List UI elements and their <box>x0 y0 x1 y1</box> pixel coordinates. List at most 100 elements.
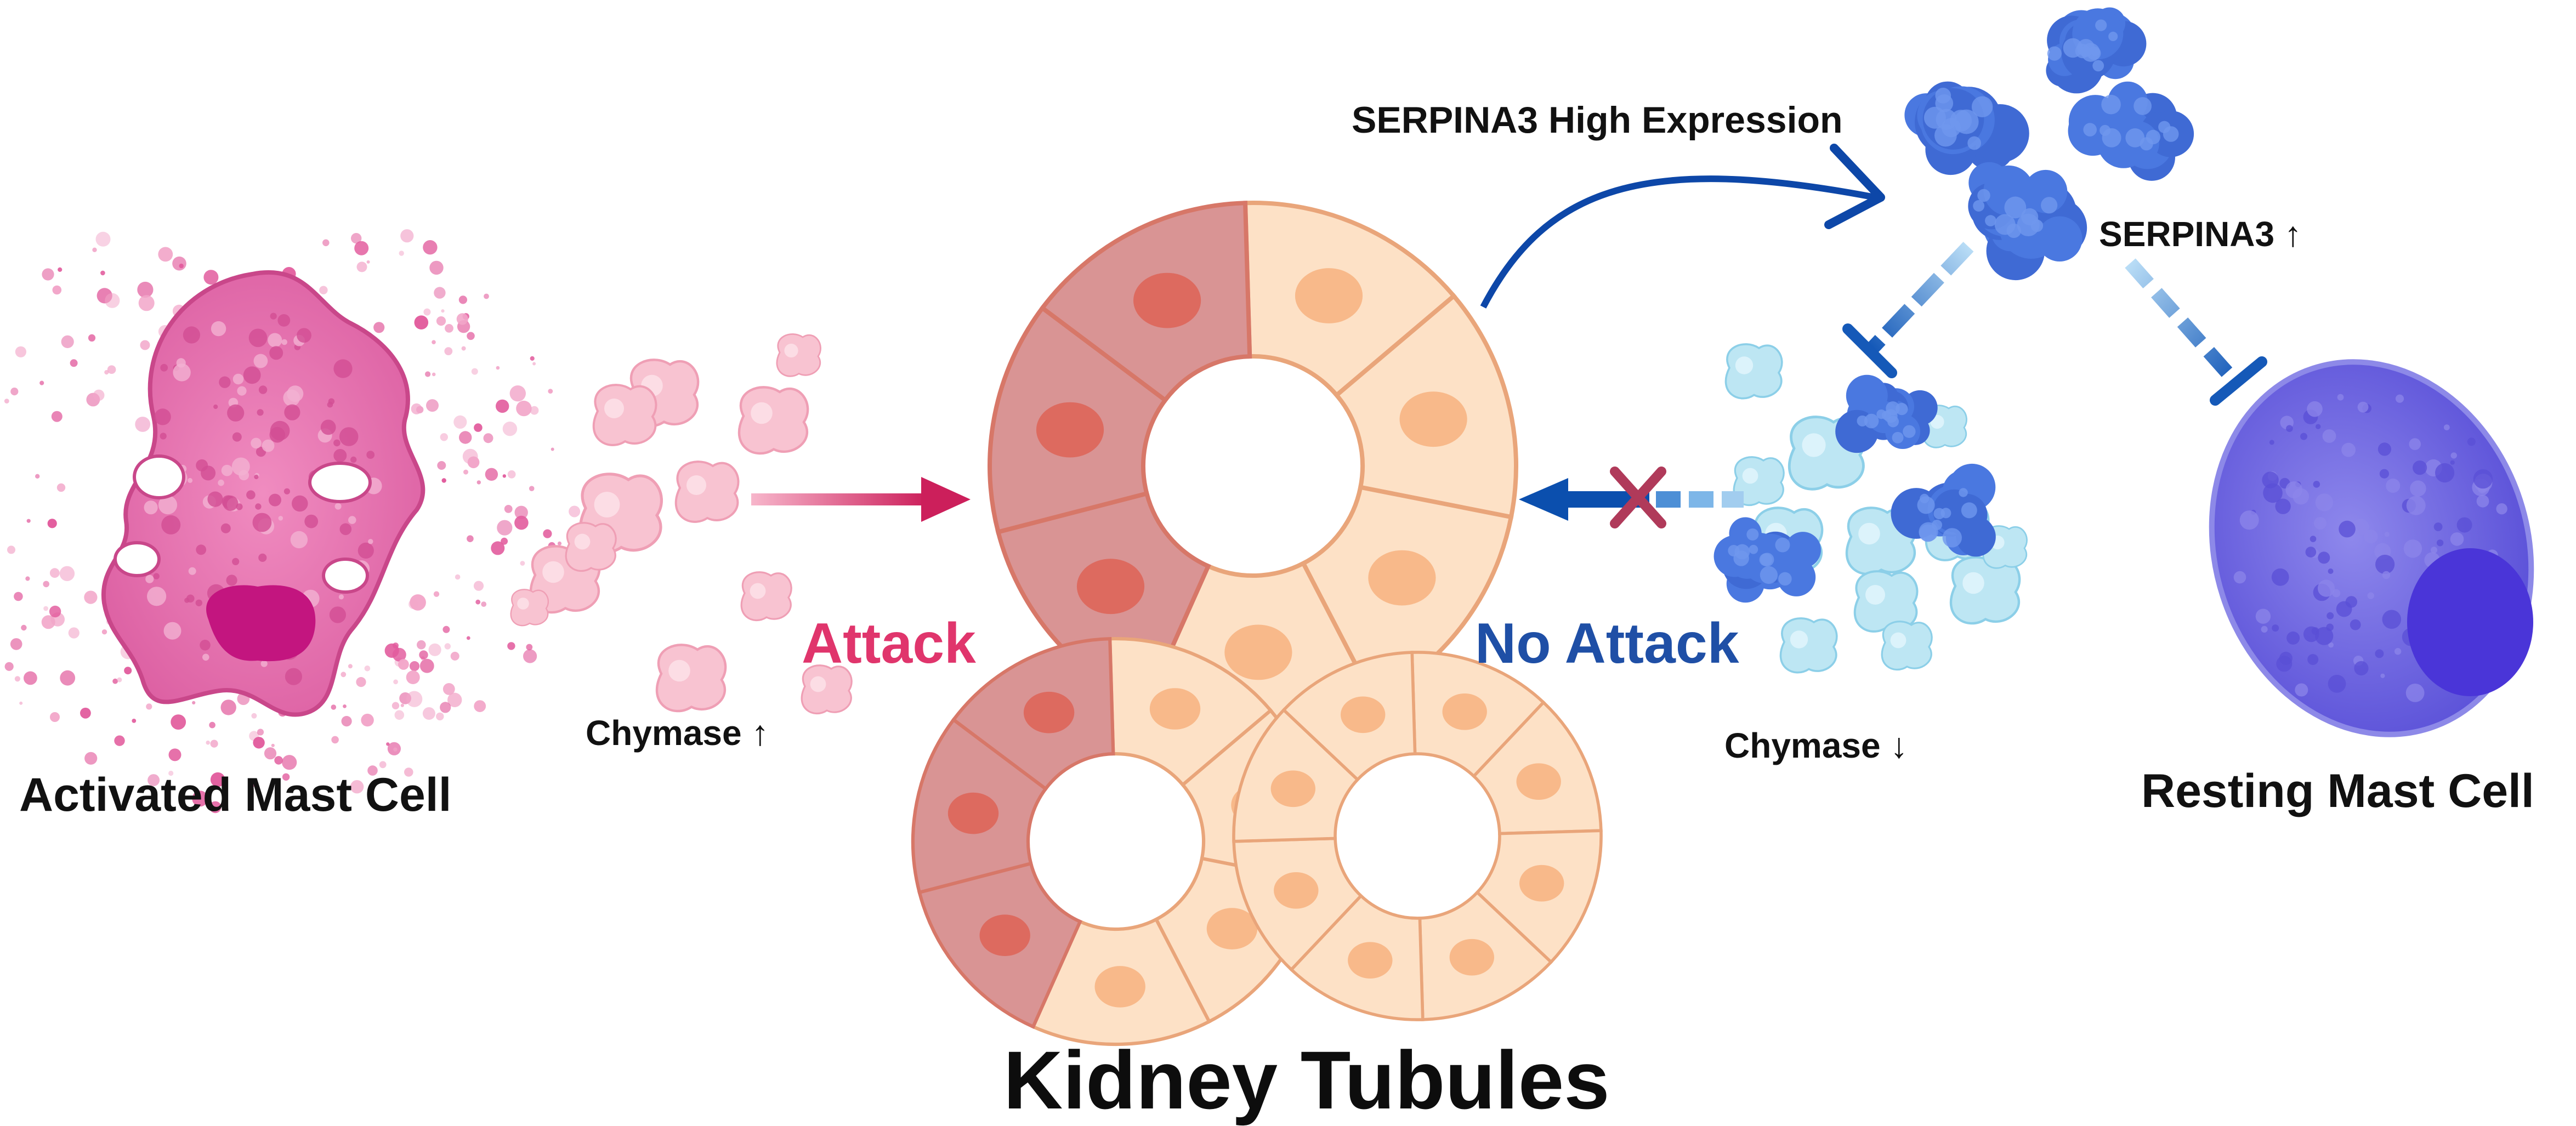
granule <box>124 667 132 675</box>
granule <box>2436 539 2444 547</box>
granule <box>361 713 374 727</box>
serpina3-chymase-complex <box>1713 374 1996 603</box>
granule <box>475 599 481 605</box>
granule <box>281 339 287 345</box>
granule <box>21 624 27 631</box>
granule <box>366 451 375 459</box>
granule <box>2295 683 2308 697</box>
granule <box>209 721 215 729</box>
granule <box>386 742 390 746</box>
granule <box>507 470 516 479</box>
granule <box>14 676 20 682</box>
granule <box>2456 517 2472 533</box>
granule <box>168 770 174 776</box>
no-attack-label: No Attack <box>1475 612 1739 675</box>
granule <box>447 692 462 708</box>
granule <box>341 672 347 678</box>
kidney-tubules-title: Kidney Tubules <box>1003 1034 1610 1126</box>
healthy-nucleus <box>1348 942 1393 979</box>
granule <box>2328 642 2334 648</box>
granule <box>2286 631 2300 645</box>
granule <box>25 576 30 581</box>
damaged-nucleus <box>947 792 999 834</box>
granule <box>164 797 168 801</box>
granule <box>219 376 231 388</box>
granule <box>364 666 371 672</box>
chymase-particle <box>1853 570 1919 633</box>
chymase-particle <box>776 333 821 377</box>
granule <box>39 380 44 385</box>
granule <box>501 537 508 545</box>
granule <box>158 247 173 262</box>
granule <box>158 496 178 515</box>
granule <box>35 474 40 479</box>
granule <box>532 362 536 366</box>
granule <box>373 322 385 333</box>
granule <box>496 399 509 413</box>
granule <box>278 516 283 521</box>
granule <box>356 677 366 687</box>
granule <box>147 774 160 787</box>
granule <box>366 260 370 264</box>
granule <box>132 719 137 723</box>
granule <box>333 439 341 447</box>
granule <box>254 474 259 480</box>
resting-mast-cell-label: Resting Mast Cell <box>2141 765 2534 817</box>
granule <box>2300 433 2307 440</box>
granule <box>237 386 247 396</box>
granule <box>400 703 404 707</box>
granule <box>491 541 505 555</box>
granule <box>232 558 240 565</box>
granule <box>2384 532 2390 537</box>
granule <box>2378 442 2391 456</box>
granule <box>206 740 211 745</box>
granule <box>476 480 481 485</box>
granule <box>107 365 116 374</box>
granule <box>264 747 277 760</box>
granule <box>160 363 168 372</box>
granule <box>49 605 61 618</box>
healthy-nucleus <box>1224 624 1292 680</box>
granule <box>2367 592 2374 599</box>
granule <box>441 309 445 313</box>
granule <box>496 366 500 370</box>
granule <box>105 293 120 308</box>
granule <box>232 432 242 442</box>
chymase-particle <box>1789 417 1864 490</box>
granule <box>2279 651 2293 665</box>
granule <box>168 748 181 761</box>
granule <box>188 567 196 575</box>
chymase-particle <box>1779 617 1838 674</box>
granule <box>2316 424 2321 429</box>
granule <box>2272 624 2279 632</box>
granule <box>4 662 14 671</box>
granule <box>2239 510 2259 530</box>
granule <box>220 523 231 533</box>
granule <box>426 399 439 412</box>
granule <box>213 404 218 410</box>
granule <box>2430 547 2438 554</box>
granule <box>350 780 364 794</box>
granule <box>423 308 431 316</box>
granule <box>2307 401 2323 417</box>
granule <box>442 683 455 695</box>
granule <box>100 270 105 276</box>
granule <box>2263 483 2283 503</box>
granule <box>2405 684 2425 702</box>
granule <box>2395 394 2404 403</box>
granule <box>530 356 535 361</box>
granule <box>282 755 297 770</box>
chymase-particle <box>531 546 599 612</box>
granule <box>497 520 513 536</box>
granule <box>467 332 475 340</box>
granule <box>43 606 48 611</box>
granule <box>523 649 537 663</box>
granule <box>183 326 200 344</box>
chymase-particle <box>1847 508 1915 574</box>
granule <box>338 594 344 600</box>
granule <box>146 703 152 710</box>
vacuole <box>322 558 369 594</box>
granule <box>417 640 426 650</box>
granule <box>2322 429 2336 443</box>
healthy-nucleus <box>1149 688 1201 730</box>
